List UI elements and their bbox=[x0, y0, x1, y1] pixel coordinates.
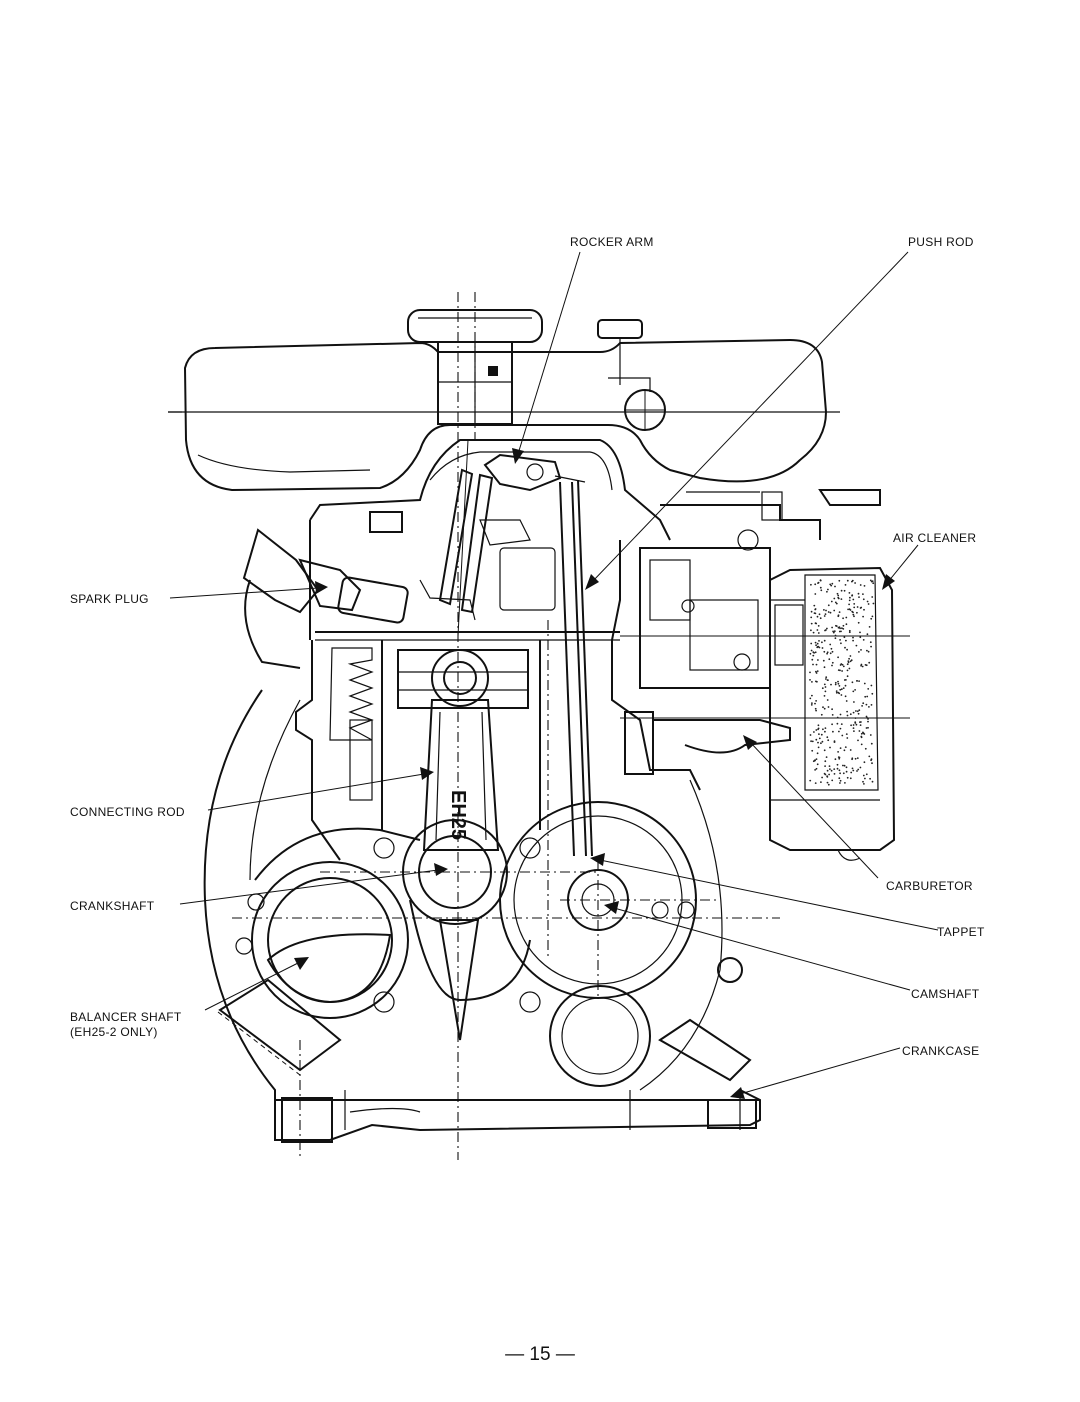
label-camshaft: CAMSHAFT bbox=[911, 987, 980, 1001]
label-spark-plug: SPARK PLUG bbox=[70, 592, 149, 606]
push-rod-part bbox=[559, 479, 593, 857]
label-connecting-rod: CONNECTING ROD bbox=[70, 805, 185, 819]
label-tappet: TAPPET bbox=[937, 925, 985, 939]
crankcase-part bbox=[203, 689, 761, 1143]
label-push-rod: PUSH ROD bbox=[908, 235, 974, 249]
label-rocker-arm: ROCKER ARM bbox=[570, 235, 654, 249]
connecting-rod-part: EH25 bbox=[422, 649, 500, 851]
label-crankcase: CRANKCASE bbox=[902, 1044, 980, 1058]
label-carburetor: CARBURETOR bbox=[886, 879, 973, 893]
spark-plug-part bbox=[242, 528, 409, 669]
carburetor-part bbox=[611, 489, 910, 791]
cylinder-head bbox=[309, 439, 910, 641]
label-balancer-shaft-note: (EH25-2 ONLY) bbox=[70, 1025, 158, 1039]
air-cleaner-part bbox=[769, 566, 896, 861]
label-balancer-shaft: BALANCER SHAFT bbox=[70, 1010, 182, 1024]
rocker-arm bbox=[483, 453, 586, 492]
air-cleaner-element bbox=[809, 579, 875, 786]
fuel-cock bbox=[597, 319, 666, 431]
leader-lines bbox=[169, 251, 939, 1099]
fuel-tank bbox=[168, 338, 840, 492]
cylinder-block bbox=[295, 640, 541, 861]
valves bbox=[419, 439, 494, 637]
center-lines bbox=[232, 292, 780, 1160]
label-crankshaft: CRANKSHAFT bbox=[70, 899, 155, 913]
page-number: — 15 — bbox=[505, 1344, 575, 1365]
label-air-cleaner: AIR CLEANER bbox=[893, 531, 977, 545]
